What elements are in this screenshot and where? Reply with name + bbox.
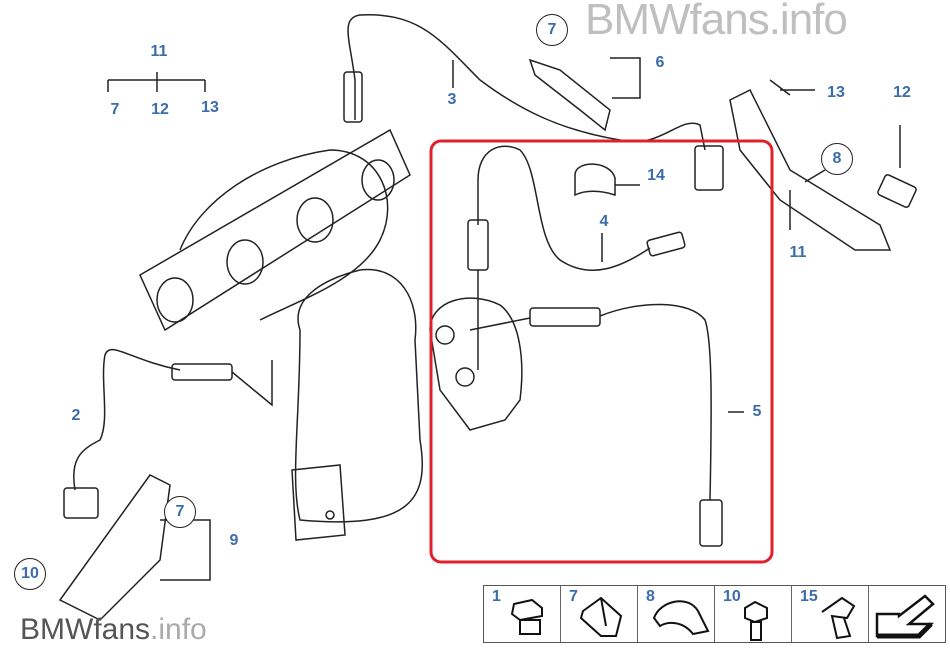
part-15[interactable]: 15	[792, 586, 869, 642]
sensor-3-cable	[347, 14, 706, 151]
sensor-2-connector	[63, 487, 99, 519]
sensor-3-connector	[694, 145, 724, 191]
callout-5[interactable]: 5	[752, 403, 762, 420]
manifold-runners	[179, 149, 389, 321]
callout-7-top[interactable]: 7	[547, 21, 557, 38]
legend-label-11[interactable]: 11	[150, 43, 168, 60]
callout-4[interactable]: 4	[599, 213, 609, 230]
watermark-brand: BMWfans	[20, 613, 151, 646]
callout-circle-10: 10	[14, 558, 46, 590]
sensor-5-cable	[599, 303, 712, 501]
hex-bolt-icon	[744, 600, 768, 641]
callout-6[interactable]: 6	[655, 54, 665, 71]
clip-14	[574, 163, 616, 197]
sensor-5-connector	[699, 499, 723, 547]
mounting-bracket	[429, 297, 523, 431]
legend-bracket	[107, 72, 206, 92]
bracket-left	[58, 474, 171, 621]
legend-label-12[interactable]: 12	[151, 101, 169, 118]
part-7[interactable]: 7	[561, 586, 638, 642]
callout-12[interactable]: 12	[893, 84, 911, 101]
watermark-top: BMWfans.info	[585, 0, 848, 44]
callout-circle-7-top: 7	[536, 14, 568, 46]
back-button[interactable]	[869, 586, 945, 642]
sensor-4-connector	[646, 231, 686, 257]
arrow-back-icon	[875, 594, 935, 639]
callout-10[interactable]: 10	[21, 565, 39, 582]
sensor-4-body	[467, 219, 489, 271]
part-10[interactable]: 10	[715, 586, 792, 642]
callout-8[interactable]: 8	[832, 150, 842, 167]
watermark-bottom: BMWfans.info	[20, 614, 207, 646]
sensor-4-cable	[477, 145, 651, 272]
callout-circle-8: 8	[821, 143, 853, 175]
part-15-label: 15	[800, 588, 818, 605]
callout-13[interactable]: 13	[827, 84, 845, 101]
bracket-right	[729, 88, 892, 251]
part-10-label: 10	[723, 588, 741, 605]
part-8[interactable]: 8	[638, 586, 715, 642]
callout-14[interactable]: 14	[647, 167, 665, 184]
cable-holder-icon	[652, 600, 710, 636]
callout-7-left[interactable]: 7	[175, 503, 185, 520]
clip-7-top	[528, 58, 611, 132]
callout-11[interactable]: 11	[789, 244, 807, 261]
part-1[interactable]: 1	[484, 586, 561, 642]
plug-screw-icon	[510, 598, 543, 635]
legend-label-7[interactable]: 7	[110, 101, 120, 118]
legend-label-13[interactable]: 13	[201, 99, 219, 116]
sensor-3-body	[343, 71, 363, 123]
part-8-label: 8	[646, 588, 655, 605]
part-1-label: 1	[492, 588, 501, 605]
watermark-suffix: .info	[150, 613, 207, 646]
sensor-2-body	[171, 363, 233, 381]
callout-9[interactable]: 9	[229, 532, 239, 549]
clip-13	[769, 79, 815, 96]
callout-2[interactable]: 2	[71, 407, 81, 424]
connector-12	[877, 174, 917, 208]
part-7-label: 7	[569, 588, 578, 605]
callout-circle-7-left: 7	[164, 496, 196, 528]
sensor-2-cable	[73, 348, 181, 491]
parts-strip: 1 7 8 10 15	[483, 585, 946, 643]
catalytic-converter	[294, 268, 424, 523]
callout-3[interactable]: 3	[447, 91, 457, 108]
spring-clip-icon	[821, 596, 856, 640]
manifold-flange	[139, 128, 411, 332]
sensor-5-body	[529, 307, 601, 327]
highlight-frame	[429, 139, 774, 564]
cable-clip-icon	[579, 596, 623, 637]
